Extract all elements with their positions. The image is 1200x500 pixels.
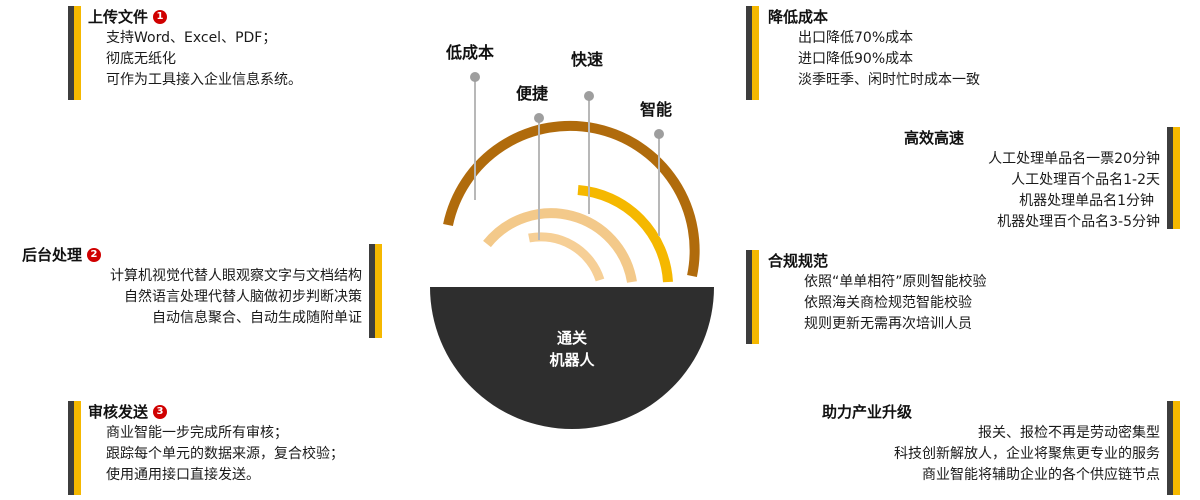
block-title-text: 助力产业升级 [822,403,913,421]
block-upload-file: 上传文件 1 支持Word、Excel、PDF； 彻底无纸化 可作为工具接入企业… [68,6,398,100]
label-low-cost: 低成本 [446,43,495,62]
bowl-title-line: 机器人 [549,351,595,369]
block-title: 高效高速 [880,127,1160,149]
block-title: 降低成本 [768,8,829,26]
block-title: 合规规范 [768,252,829,270]
block-title-text: 后台处理 [22,246,83,264]
arc-outer-brown [443,120,700,278]
block-line: 规则更新无需再次培训人员 [804,316,972,332]
label-smart: 智能 [640,100,673,119]
block-title: 上传文件 1 [88,6,302,28]
block-line: 进口降低90%成本 [798,51,914,67]
accent-bar [1167,127,1180,229]
pin-head-convenient [534,113,544,123]
block-line: 彻底无纸化 [106,51,176,67]
accent-bar [1167,401,1180,495]
pin-head-fast [584,91,594,101]
block-review-send: 审核发送 3 商业智能一步完成所有审核； 跟踪每个单元的数据来源，复合校验； 使… [68,401,428,495]
block-title: 助力产业升级 [800,401,1160,423]
block-title-text: 高效高速 [904,129,965,147]
label-fast: 快速 [571,50,604,69]
accent-bar [68,6,81,100]
pin-head-smart [654,129,664,139]
block-title: 审核发送 3 [88,401,344,423]
block-backend-processing: 后台处理 2 计算机视觉代替人眼观察文字与文档结构 自然语言处理代替人脑做初步判… [20,244,382,338]
block-line: 人工处理百个品名1-2天 [1011,172,1160,188]
accent-bar [68,401,81,495]
block-industry-upgrade: 助力产业升级 报关、报检不再是劳动密集型 科技创新解放人，企业将聚焦更专业的服务… [800,401,1180,495]
step-badge: 1 [153,10,168,24]
robot-bowl [430,287,714,429]
step-badge: 2 [87,248,102,262]
block-line: 淡季旺季、闲时忙时成本一致 [798,72,980,88]
block-line: 商业智能将辅助企业的各个供应链节点 [922,467,1160,483]
block-line: 机器处理单品名1分钟 [1019,193,1154,209]
block-compliance: 合规规范 依照“单单相符”原则智能校验 依照海关商检规范智能校验 规则更新无需再… [746,250,1076,344]
accent-bar [369,244,382,338]
block-line: 机器处理百个品名3-5分钟 [997,214,1160,230]
block-title: 后台处理 2 [22,244,362,266]
block-line: 自然语言处理代替人脑做初步判断决策 [124,289,362,305]
block-line: 依照“单单相符”原则智能校验 [804,274,987,290]
accent-bar [746,250,759,344]
label-convenient: 便捷 [516,84,549,103]
block-line: 自动信息聚合、自动生成随附单证 [152,310,362,326]
block-line: 出口降低70%成本 [798,30,914,46]
block-line: 支持Word、Excel、PDF； [106,30,277,46]
block-efficiency: 高效高速 人工处理单品名一票20分钟 人工处理百个品名1-2天 机器处理单品名1… [880,127,1180,230]
block-reduce-cost: 降低成本 出口降低70%成本 进口降低90%成本 淡季旺季、闲时忙时成本一致 [746,6,1076,100]
arc-tan [483,208,637,283]
pin-head-low-cost [470,72,480,82]
block-line: 商业智能一步完成所有审核； [106,425,288,441]
block-line: 报关、报检不再是劳动密集型 [978,425,1160,441]
block-line: 依照海关商检规范智能校验 [804,295,972,311]
block-line: 科技创新解放人，企业将聚焦更专业的服务 [894,446,1160,462]
accent-bar [746,6,759,100]
block-title-text: 审核发送 [88,403,149,421]
step-badge: 3 [153,405,168,419]
arc-light [528,232,605,282]
arc-gold [577,185,673,283]
bowl-title: 通关 机器人 [522,327,622,371]
block-line: 计算机视觉代替人眼观察文字与文档结构 [110,268,362,284]
block-line: 使用通用接口直接发送。 [106,467,260,483]
block-line: 跟踪每个单元的数据来源，复合校验； [106,446,344,462]
block-title-text: 上传文件 [88,8,149,26]
bowl-title-line: 通关 [556,329,587,347]
block-line: 可作为工具接入企业信息系统。 [106,72,302,88]
block-line: 人工处理单品名一票20分钟 [988,151,1160,167]
